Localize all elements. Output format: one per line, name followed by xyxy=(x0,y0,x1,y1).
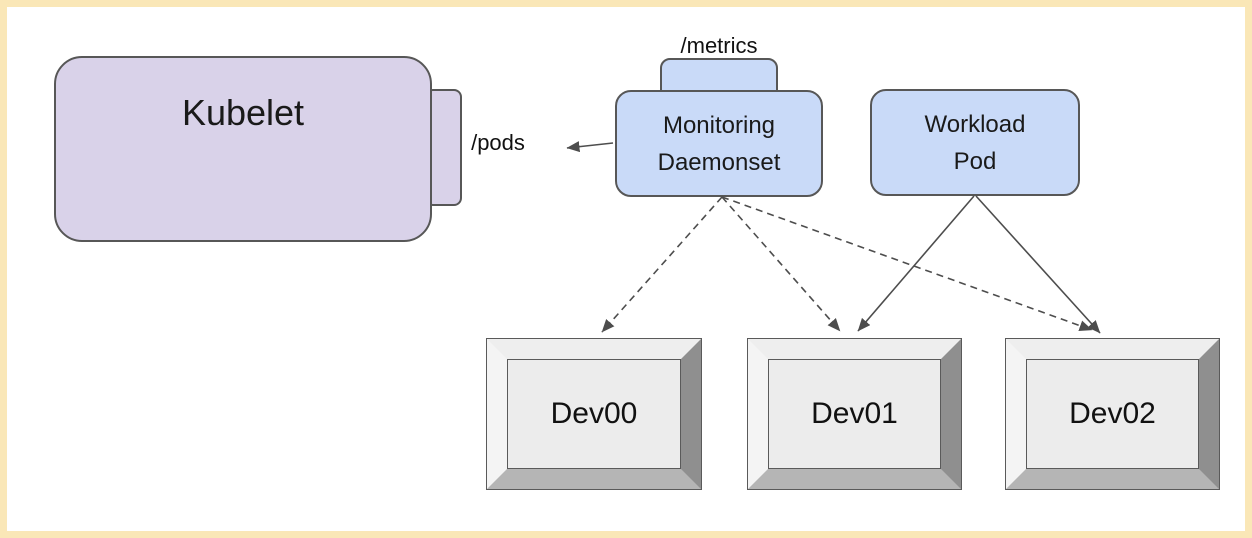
device-panel: Dev02 xyxy=(1026,359,1199,469)
device-bevel-frame: Dev00 xyxy=(486,338,702,490)
device-label: Dev01 xyxy=(811,397,898,430)
device-node-dev01: Dev01 xyxy=(747,338,962,490)
device-label: Dev00 xyxy=(550,397,638,430)
device-bevel-frame: Dev01 xyxy=(747,338,962,490)
device-label: Dev02 xyxy=(1069,397,1156,430)
monitoring-daemonset-node: Monitoring Daemonset xyxy=(615,90,823,197)
edge-monitoring-to-dev01 xyxy=(721,196,841,332)
kubelet-node: Kubelet xyxy=(54,56,432,242)
workload-pod-label-line1: Workload xyxy=(924,110,1026,138)
workload-pod-node: Workload Pod xyxy=(870,89,1080,196)
device-bevel-frame: Dev02 xyxy=(1005,338,1220,490)
device-node-dev00: Dev00 xyxy=(486,338,702,490)
metrics-endpoint-label: /metrics xyxy=(680,33,758,58)
edge-monitoring-to-dev00 xyxy=(601,196,723,333)
edge-workload-to-dev01 xyxy=(857,195,975,332)
edge-monitoring-to-pods xyxy=(566,141,614,153)
pods-endpoint-label: /pods xyxy=(471,130,525,155)
device-node-dev02: Dev02 xyxy=(1005,338,1220,490)
device-panel: Dev01 xyxy=(768,359,941,469)
workload-pod-label-line2: Pod xyxy=(953,147,997,175)
kubelet-label: Kubelet xyxy=(181,92,305,133)
monitoring-daemonset-label-line1: Monitoring xyxy=(662,111,776,139)
device-panel: Dev00 xyxy=(507,359,681,469)
edge-workload-to-dev02 xyxy=(975,195,1101,334)
edge-monitoring-to-dev02 xyxy=(721,196,1093,331)
monitoring-daemonset-label-line2: Daemonset xyxy=(657,148,781,176)
